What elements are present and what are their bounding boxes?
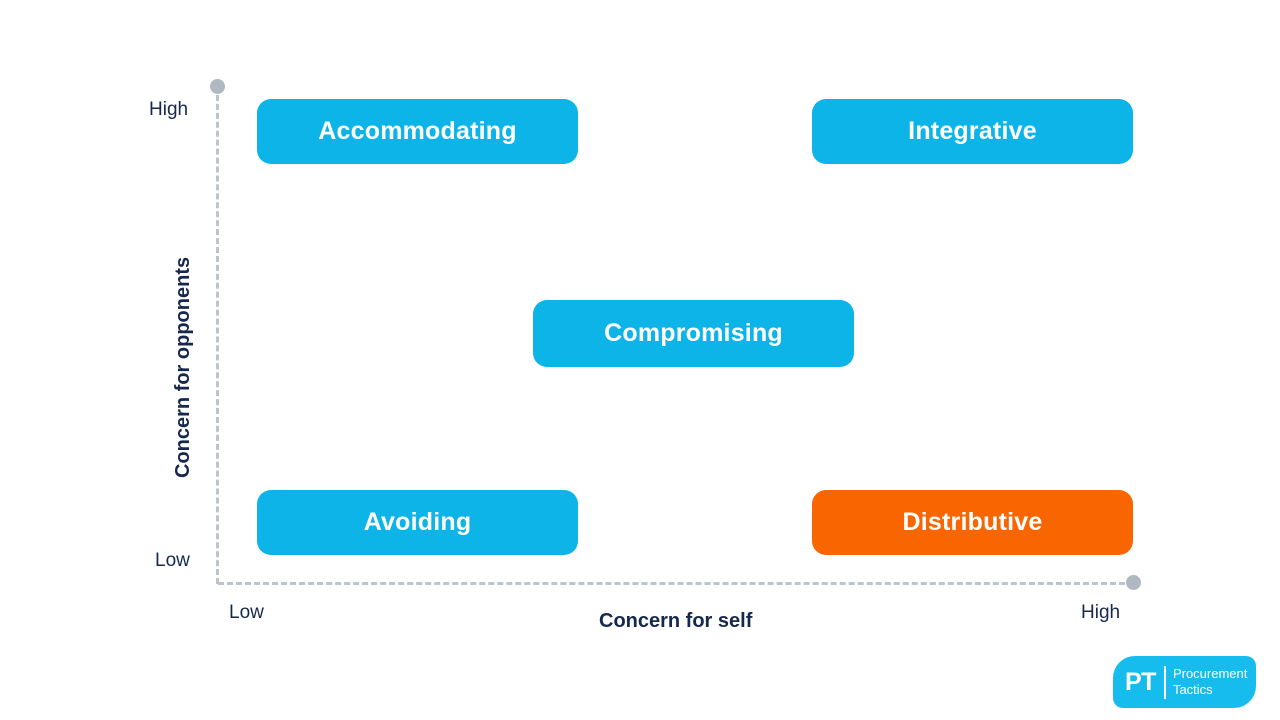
strategy-label-compromising: Compromising — [604, 319, 783, 347]
logo-wordmark: Procurement Tactics — [1173, 666, 1247, 698]
x-axis-line — [218, 582, 1134, 585]
logo-divider — [1163, 665, 1166, 699]
x-axis-high-label: High — [1081, 602, 1121, 623]
strategy-box-integrative: Integrative — [812, 99, 1133, 164]
strategy-label-accommodating: Accommodating — [318, 117, 517, 145]
strategy-box-distributive: Distributive — [812, 490, 1133, 555]
y-axis-high-label: High — [149, 99, 189, 120]
y-axis-line — [216, 86, 219, 584]
strategy-box-avoiding: Avoiding — [257, 490, 578, 555]
strategy-label-avoiding: Avoiding — [363, 508, 472, 536]
x-axis-title: Concern for self — [599, 610, 753, 632]
strategy-label-integrative: Integrative — [908, 117, 1037, 145]
strategy-box-accommodating: Accommodating — [257, 99, 578, 164]
y-axis-low-label: Low — [155, 550, 190, 571]
logo-wordmark-line2: Tactics — [1172, 682, 1213, 697]
strategy-box-compromising: Compromising — [533, 300, 854, 367]
logo-monogram: PT — [1125, 667, 1156, 696]
procurement-tactics-logo: PT Procurement Tactics — [1113, 656, 1256, 708]
strategy-label-distributive: Distributive — [902, 508, 1043, 536]
y-axis-title: Concern for opponents — [172, 256, 194, 478]
x-axis-endpoint-dot — [1126, 575, 1141, 590]
x-axis-low-label: Low — [229, 602, 264, 623]
logo-wordmark-line1: Procurement — [1172, 666, 1248, 682]
y-axis-endpoint-dot — [210, 79, 225, 94]
